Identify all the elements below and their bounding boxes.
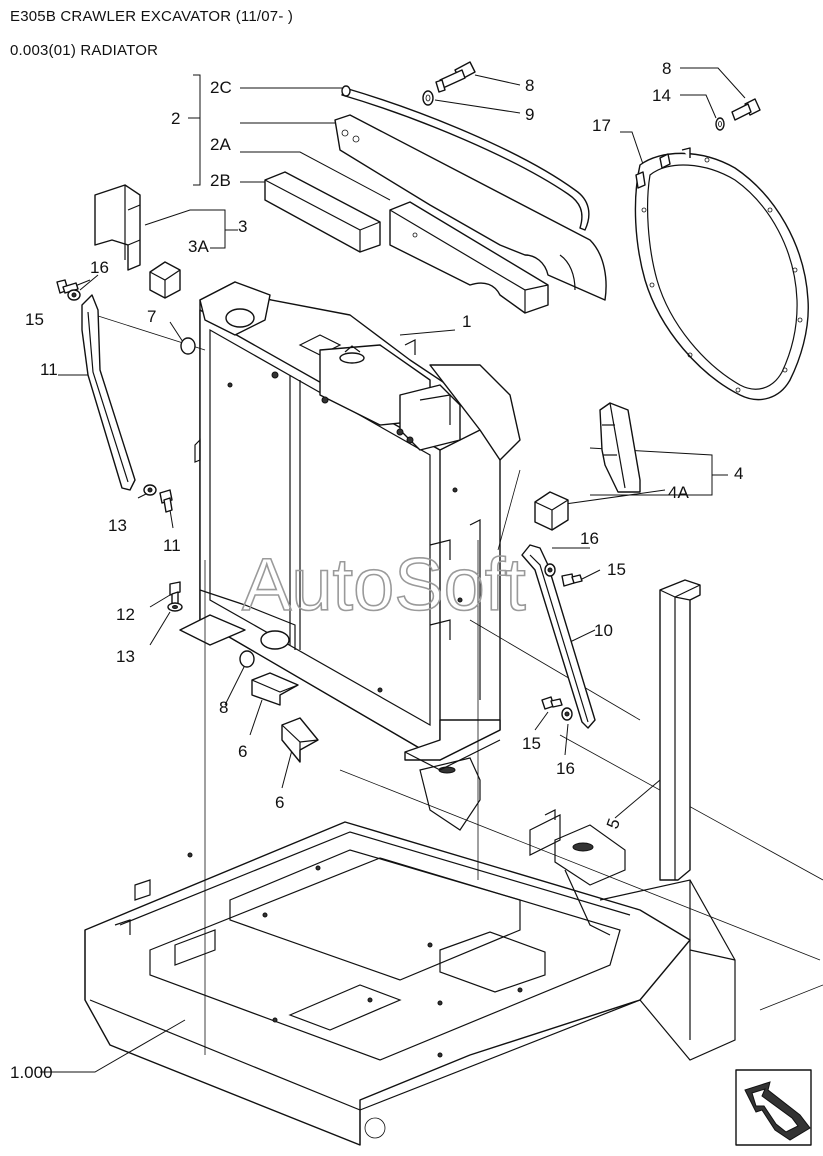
callout-8-right: 8 (662, 59, 671, 78)
part-16-washer-left (67, 289, 81, 301)
callout-16-left: 16 (90, 258, 109, 277)
part-8-bolt-top (435, 61, 476, 93)
part-14-washer-right (715, 117, 725, 131)
chassis-frame (84, 734, 823, 1146)
radiator-assembly (179, 281, 521, 771)
callout-13-left: 13 (108, 516, 127, 535)
callout-1: 1 (462, 312, 471, 331)
part-16-washer-right-lower (561, 707, 573, 721)
callout-5: 5 (603, 816, 624, 831)
part-6-foam-pad-2 (281, 717, 319, 763)
part-15-bolt-right-lower (541, 696, 563, 710)
callout-4a: 4A (668, 483, 689, 502)
part-2a-top-bracket (334, 114, 607, 301)
callout-6-upper: 6 (238, 742, 247, 761)
callout-7: 7 (147, 307, 156, 326)
part-15-bolt-right-top (561, 573, 583, 587)
part-13-washer-left (143, 484, 157, 496)
callout-8-top: 8 (525, 76, 534, 95)
part-11-left-stay (81, 294, 136, 491)
part-7-o-ring (180, 337, 196, 355)
part-8-bolt-right (731, 98, 761, 121)
part-15-bolt-left (56, 279, 79, 294)
callout-1000: 1.000 (10, 1063, 53, 1082)
part-2b-foam-blocks (264, 171, 549, 314)
part-8-o-ring-lower (239, 650, 255, 668)
callout-9: 9 (525, 105, 534, 124)
callout-2b: 2B (210, 171, 231, 190)
diagram-title: E305B CRAWLER EXCAVATOR (11/07- ) (10, 8, 294, 25)
diagram-subtitle: 0.003(01) RADIATOR (10, 42, 159, 59)
callout-15-right-lower: 15 (522, 734, 541, 753)
callout-2: 2 (171, 109, 180, 128)
leader-lines (40, 67, 746, 1073)
callout-11-bolt: 11 (163, 536, 181, 555)
next-page-arrow-icon[interactable] (735, 1069, 812, 1146)
part-3-side-seal (94, 184, 141, 271)
part-4-side-seal (599, 402, 641, 493)
callout-14: 14 (652, 86, 671, 105)
part-3a-foam-block (149, 261, 181, 299)
callout-13-lower: 13 (116, 647, 135, 666)
callout-4: 4 (734, 464, 743, 483)
callout-15-left: 15 (25, 310, 44, 329)
part-4a-foam-block (534, 491, 569, 531)
part-13-washer-lower (167, 602, 183, 612)
callout-labels: 2C 2 2A 2B 8 9 8 14 17 3 3A 16 15 7 1 11… (10, 59, 743, 1082)
callout-11-left: 11 (40, 360, 58, 379)
callout-17: 17 (592, 116, 611, 135)
callout-15-right-top: 15 (607, 560, 626, 579)
part-16-washer-right-top (544, 563, 556, 577)
callout-16-right-top: 16 (580, 529, 599, 548)
callout-16-right-lower: 16 (556, 759, 575, 778)
watermark-text: AutoSoft (242, 543, 526, 626)
callout-6-lower: 6 (275, 793, 284, 812)
part-9-washer-top (422, 90, 434, 106)
callout-8-lower: 8 (219, 698, 228, 717)
callout-3a: 3A (188, 237, 209, 256)
part-2c-seal-strip (341, 85, 590, 231)
callout-2c: 2C (210, 78, 232, 97)
part-17-fan-shroud (634, 147, 809, 401)
callout-2a: 2A (210, 135, 231, 154)
part-11-bolt (159, 489, 173, 513)
part-5-vertical-seal-post (659, 579, 701, 881)
part-10-right-stay (521, 544, 596, 729)
callout-12: 12 (116, 605, 135, 624)
callout-3: 3 (238, 217, 247, 236)
part-6-foam-pad-1 (251, 672, 299, 706)
callout-10: 10 (594, 621, 613, 640)
